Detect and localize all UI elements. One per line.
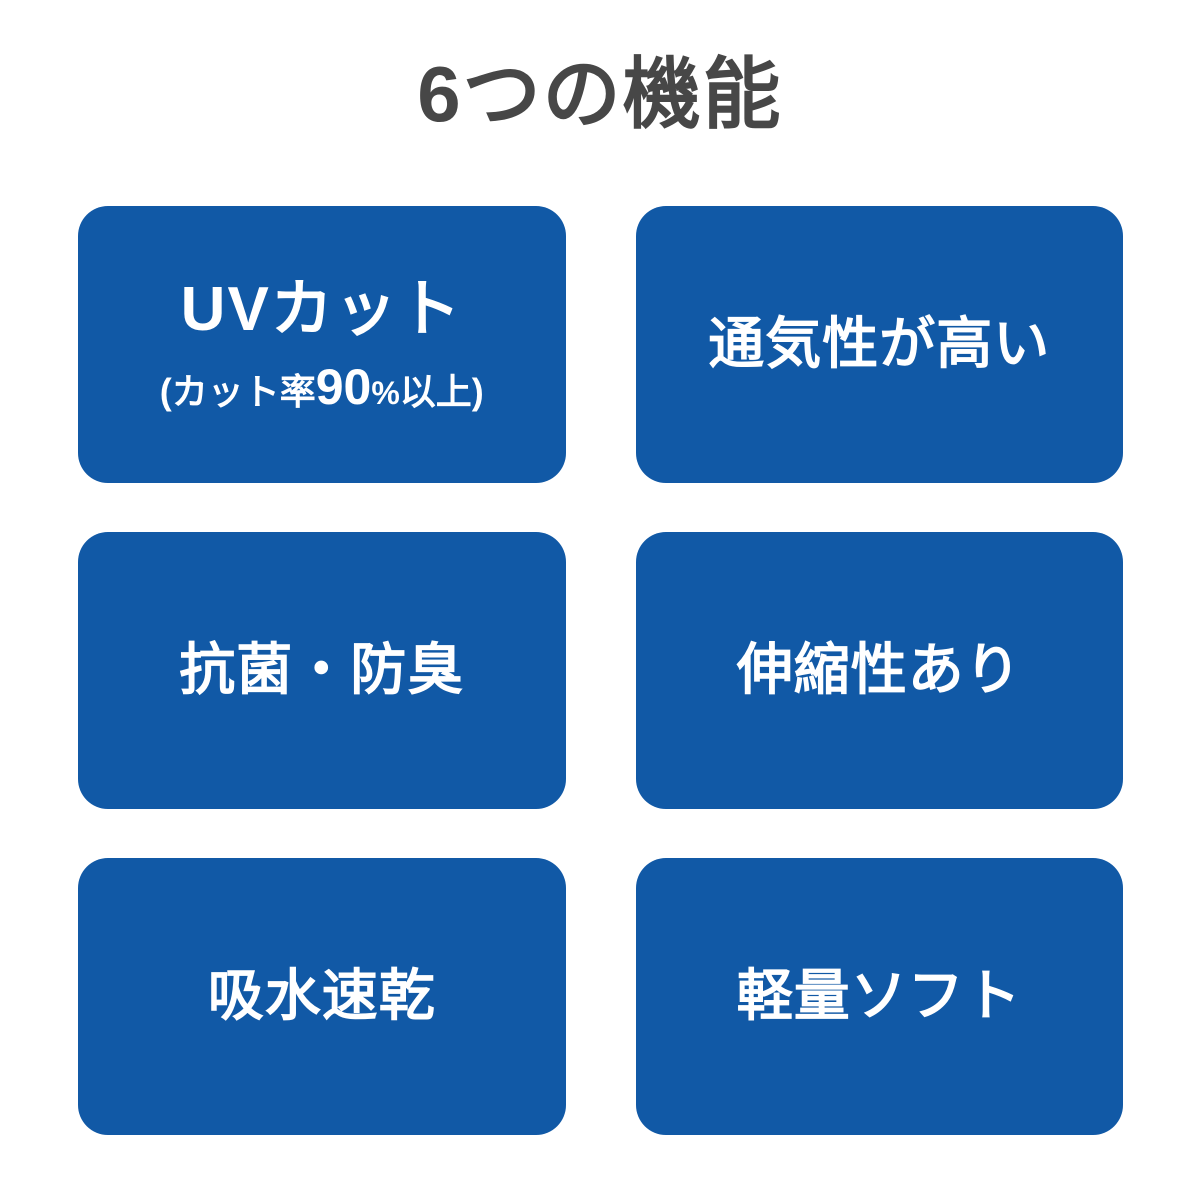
- feature-card-label: 抗菌・防臭: [179, 638, 465, 702]
- sublabel-prefix: (カット率: [159, 370, 316, 412]
- feature-card-label: 吸水速乾: [207, 964, 436, 1028]
- feature-card-quick-dry: 吸水速乾: [78, 858, 566, 1135]
- feature-card-sublabel: (カット率90%以上): [159, 358, 484, 415]
- feature-card-label: 軽量ソフト: [736, 964, 1022, 1028]
- sublabel-number: 90: [315, 358, 372, 415]
- feature-card-lightweight-soft: 軽量ソフト: [635, 858, 1123, 1135]
- sublabel-percent: %: [371, 374, 400, 411]
- feature-card-label: 通気性が高い: [708, 312, 1051, 376]
- feature-card-label: 伸縮性あり: [736, 638, 1022, 702]
- feature-card-label: UVカット: [180, 275, 463, 345]
- feature-card-antibacterial-deodorant: 抗菌・防臭: [78, 532, 566, 809]
- feature-card-uv-cut: UVカット (カット率90%以上): [78, 206, 566, 483]
- page-title: 6つの機能: [417, 50, 783, 138]
- feature-card-breathability: 通気性が高い: [635, 206, 1123, 483]
- feature-grid: UVカット (カット率90%以上) 通気性が高い 抗菌・防臭 伸縮性あり 吸水速…: [78, 206, 1123, 1135]
- sublabel-suffix: 以上): [399, 370, 484, 412]
- feature-card-stretch: 伸縮性あり: [635, 532, 1123, 809]
